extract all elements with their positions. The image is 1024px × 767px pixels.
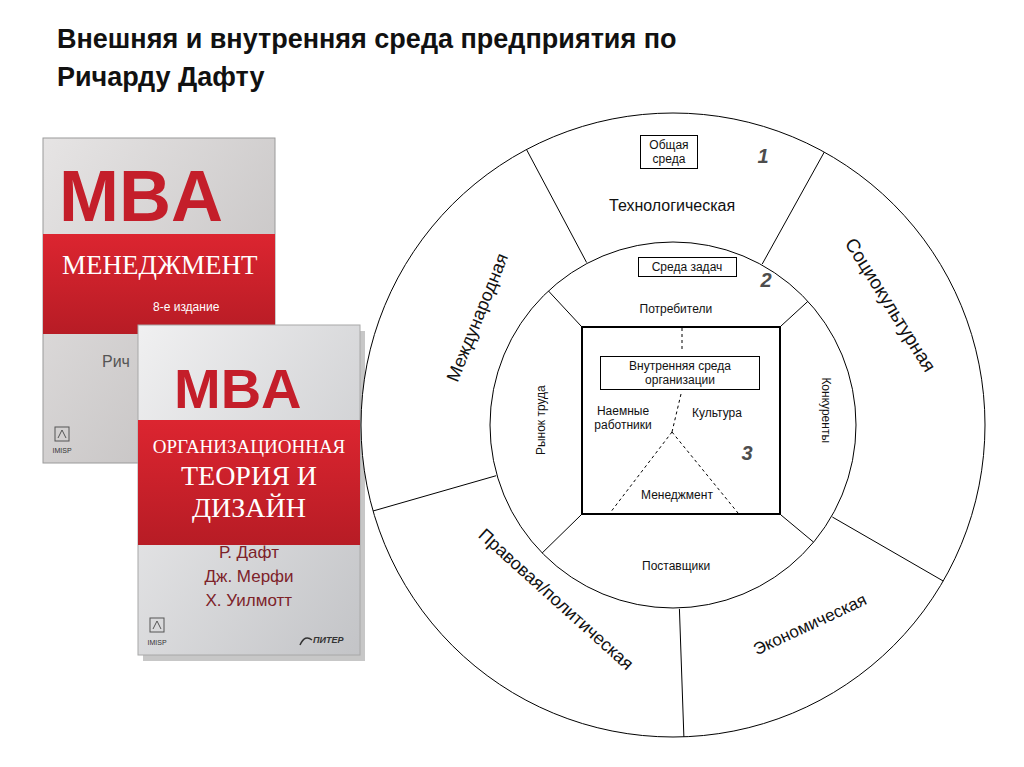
book-title-holder: ОРГАНИЗАЦИОННАЯ ТЕОРИЯ И ДИЗАЙН <box>142 428 356 525</box>
heading-frame: Общая среда <box>640 135 698 170</box>
region-heading: Среда задач <box>643 260 732 274</box>
callout-number-holder: 3 <box>742 442 753 464</box>
book-series-holder: MBA <box>59 157 223 236</box>
outer-circle <box>361 113 985 737</box>
segment-divider <box>527 150 587 263</box>
dashed-divider <box>682 328 683 352</box>
segment-label: Культура <box>692 406 742 420</box>
dashed-divider <box>672 394 681 432</box>
callout-number: 1 <box>758 145 769 167</box>
segment-divider <box>373 476 496 511</box>
publisher-logo-text: IMISP <box>148 639 167 647</box>
callout-number-holder: 2 <box>761 269 772 291</box>
segment-label: Технологическая <box>609 196 735 215</box>
segment-text: Потребители <box>640 302 713 316</box>
book-series: MBA <box>174 358 302 420</box>
book-author: Дж. Мерфи <box>205 568 294 587</box>
segment-divider <box>832 517 943 581</box>
book-author-holder: Р. Дафт <box>219 544 279 563</box>
segment-label: Наемные работники <box>586 404 660 433</box>
square-region: Внутренняя среда организацииНаемные рабо… <box>581 326 781 515</box>
segment-text: Наемные работники <box>586 404 660 433</box>
region-heading: Общая среда <box>645 138 693 167</box>
callout-number: 2 <box>761 269 772 291</box>
segment-text: Культура <box>692 406 742 420</box>
book-author-holder: Рич <box>102 353 130 371</box>
book-cover-front <box>138 325 365 661</box>
book-author: Рич <box>102 353 130 371</box>
callout-number-holder: 1 <box>758 145 769 167</box>
publisher-logo-text-holder: IMISP <box>148 639 167 647</box>
segment-divider <box>781 515 814 542</box>
segment-text: Технологическая <box>609 196 735 215</box>
segment-divider <box>781 301 808 326</box>
segment-text: Поставщики <box>642 559 710 573</box>
book-edition-holder: 8-е издание <box>153 301 219 314</box>
publisher-logo-text-holder: IMISP <box>53 447 72 455</box>
title-holder: Внешняя и внутренняя среда предприятия п… <box>57 20 777 96</box>
region-heading: Внутренняя среда организации <box>605 359 755 388</box>
book-author-holder: Х. Уилмотт <box>206 592 293 611</box>
segment-text: Конкуренты <box>819 377 833 443</box>
segment-divider <box>542 515 581 553</box>
heading-frame: Среда задач <box>638 257 737 277</box>
segment-label: Рынок труда <box>534 385 548 455</box>
book-series: MBA <box>59 157 223 236</box>
segment-label: Поставщики <box>642 559 710 573</box>
segment-divider <box>762 152 824 264</box>
segment-label: Менеджмент <box>641 488 713 502</box>
book-author-holder: Дж. Мерфи <box>205 568 294 587</box>
segment-text: Рынок труда <box>534 385 548 455</box>
middle-circle <box>490 242 856 608</box>
outer-region: Общая средаТехнологическаяСоциокультурна… <box>360 112 986 738</box>
segment-divider <box>548 291 581 326</box>
book-title: МЕНЕДЖМЕНТ <box>62 251 258 281</box>
book-series-holder: MBA <box>174 358 302 420</box>
segment-label: Потребители <box>640 302 713 316</box>
publisher-logo-text-holder: ПИТЕР <box>313 636 343 646</box>
book-title-holder: МЕНЕДЖМЕНТ <box>62 251 258 281</box>
book-author: Р. Дафт <box>219 544 279 563</box>
publisher-logo-text: ПИТЕР <box>313 636 343 646</box>
publisher-logo-text: IMISP <box>53 447 72 455</box>
middle-region: Среда задачПотребителиКонкурентыПоставщи… <box>489 241 857 609</box>
book-edition: 8-е издание <box>153 301 219 314</box>
segment-divider <box>679 609 683 737</box>
book-title: ОРГАНИЗАЦИОННАЯ ТЕОРИЯ И ДИЗАЙН <box>142 428 356 525</box>
segment-text: Менеджмент <box>641 488 713 502</box>
heading-frame: Внутренняя среда организации <box>600 356 760 391</box>
callout-number: 3 <box>742 442 753 464</box>
page-title: Внешняя и внутренняя среда предприятия п… <box>57 20 777 96</box>
segment-label: Конкуренты <box>819 377 833 443</box>
book-author: Х. Уилмотт <box>206 592 293 611</box>
